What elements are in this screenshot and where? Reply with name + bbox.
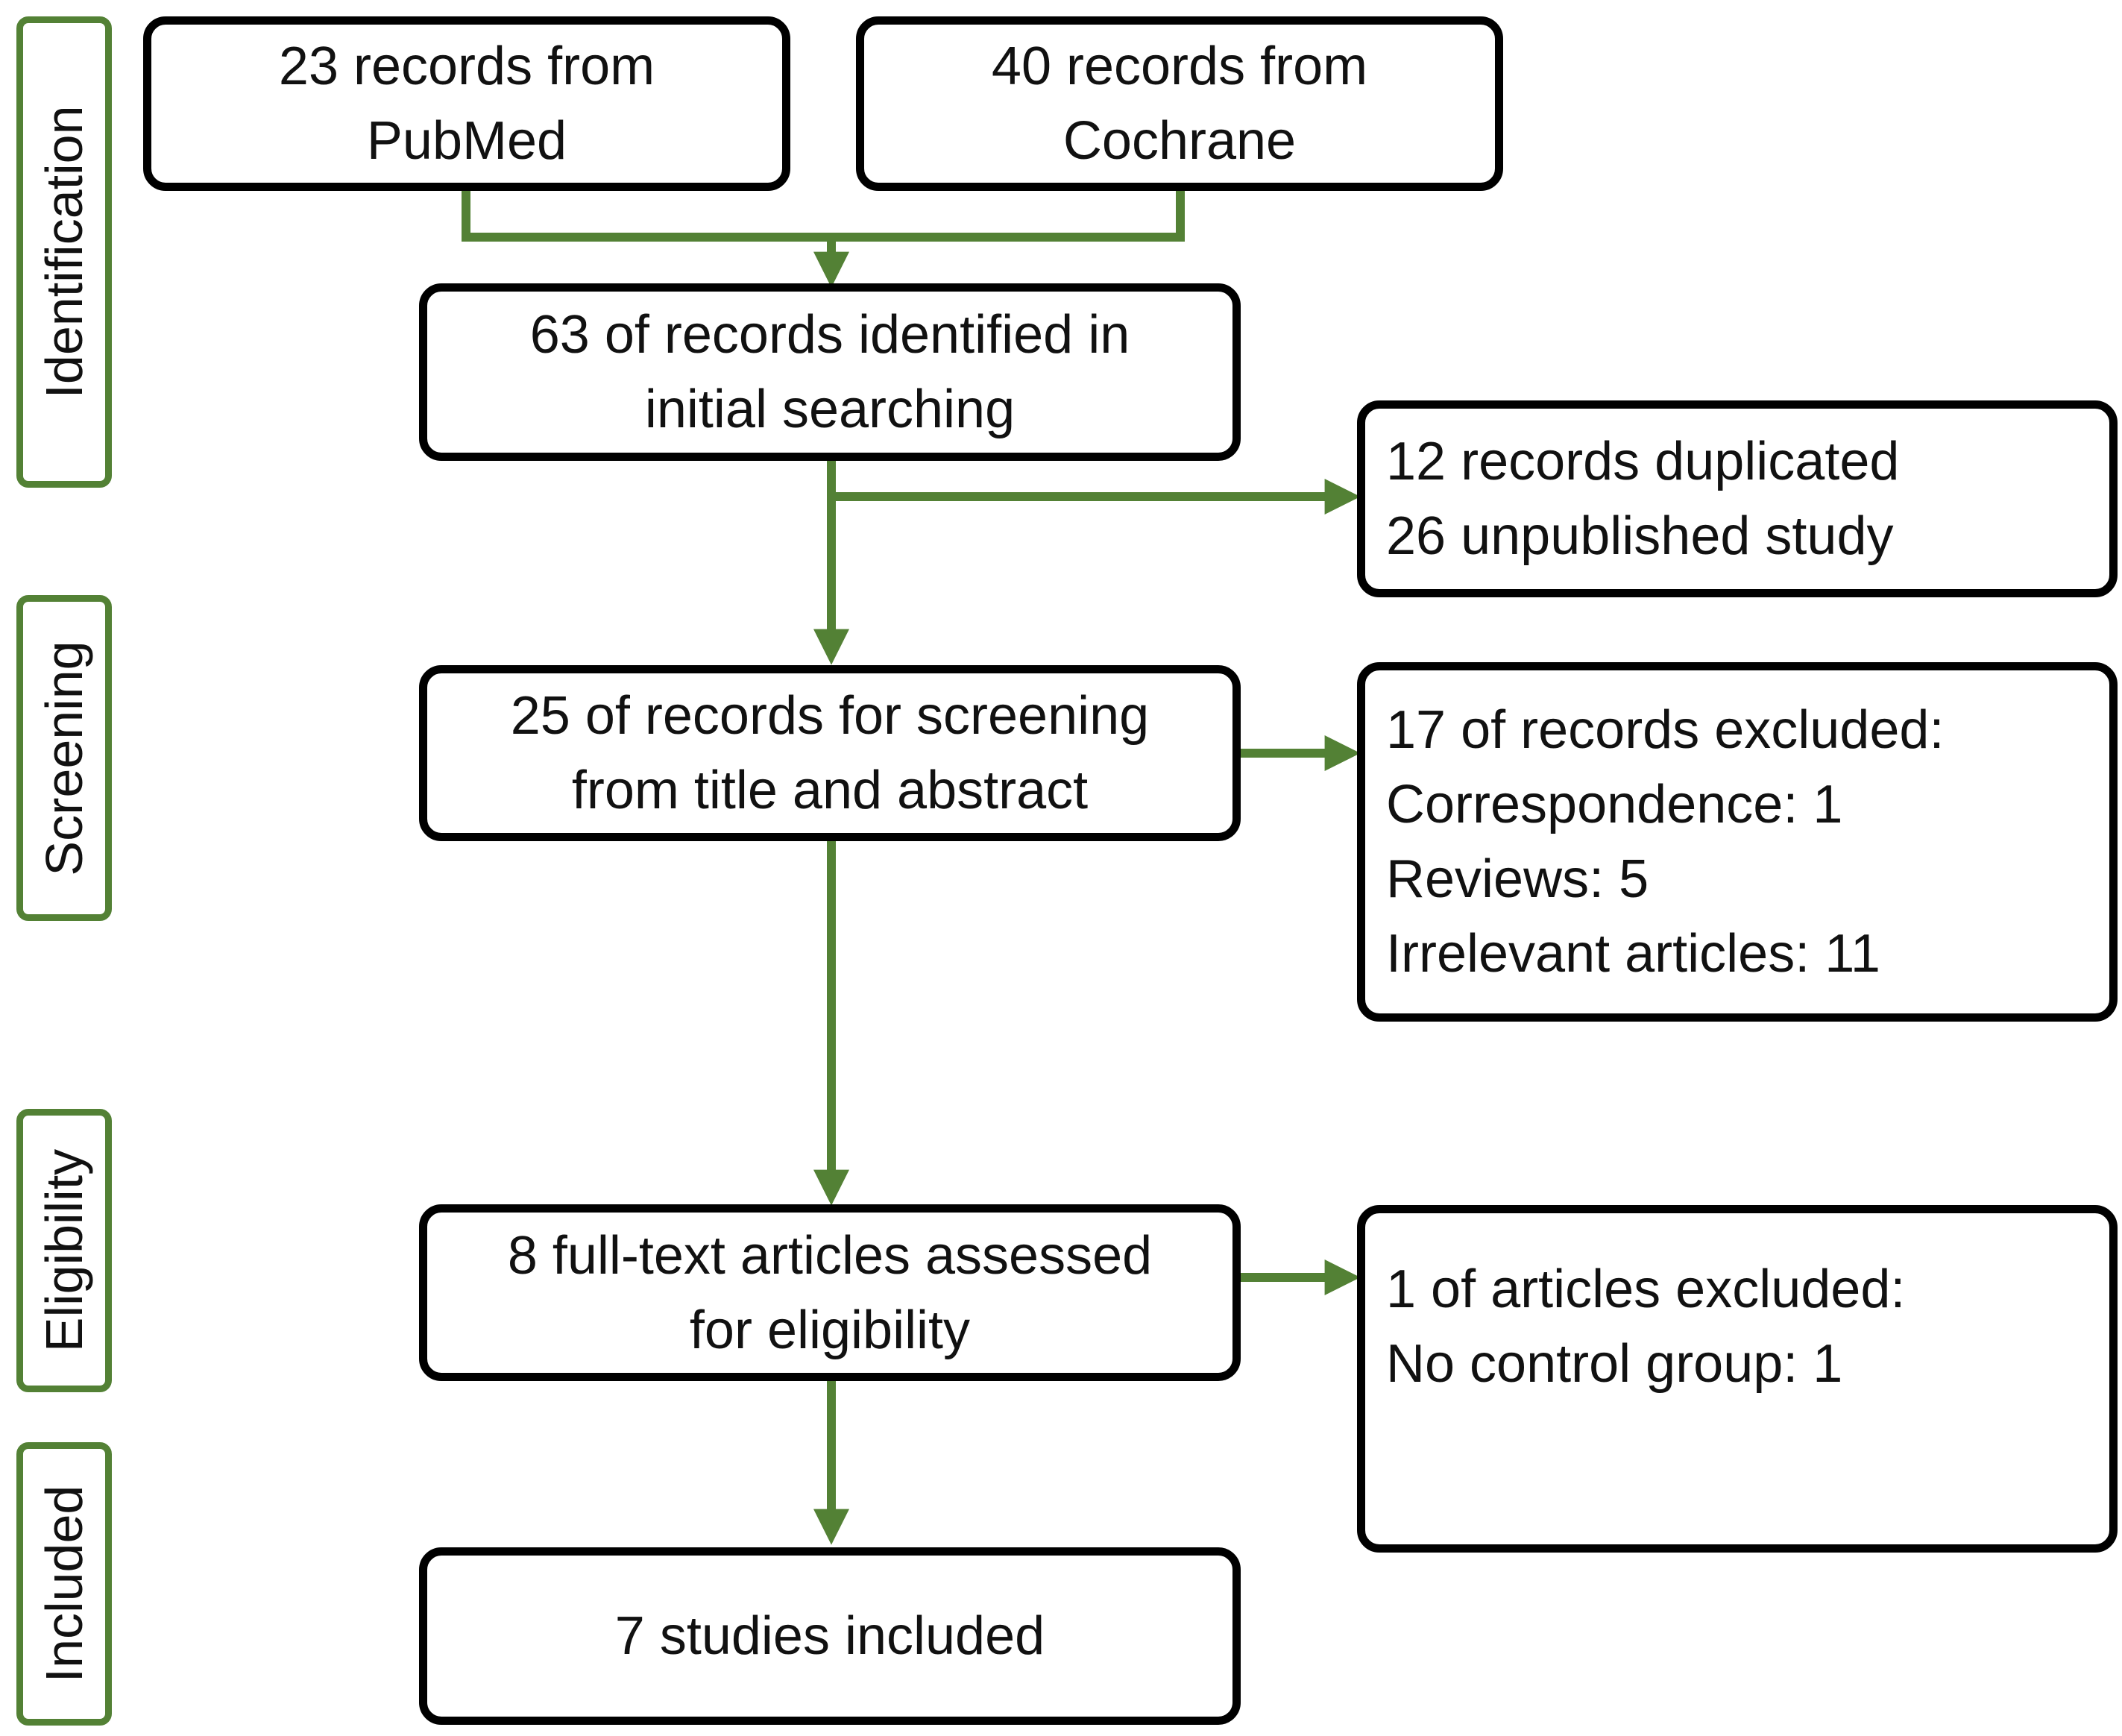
box-line: from title and abstract (571, 761, 1089, 820)
box-included: 7 studies included (419, 1547, 1241, 1725)
stage-screening-label: Screening (35, 640, 93, 876)
stage-included: Included (16, 1442, 112, 1726)
box-line: Correspondence: 1 (1386, 775, 1843, 834)
box-excluded-fulltext: 1 of articles excluded: No control group… (1357, 1205, 2118, 1553)
box-identified: 63 of records identified in initial sear… (419, 283, 1241, 461)
box-line: initial searching (644, 380, 1016, 439)
box-pubmed: 23 records from PubMed (143, 16, 790, 191)
box-line: for eligibility (689, 1300, 971, 1360)
box-line: 23 records from (278, 37, 655, 96)
box-line: Irrelevant articles: 11 (1386, 924, 1880, 984)
box-line: 26 unpublished study (1386, 506, 1894, 566)
box-line: 8 full-text articles assessed (507, 1225, 1153, 1286)
box-line: 17 of records excluded: (1386, 700, 1945, 760)
stage-eligibility-label: Eligibility (35, 1148, 93, 1353)
merge-connector (462, 191, 1185, 242)
stage-eligibility: Eligibility (16, 1109, 112, 1392)
box-line: 12 records duplicated (1386, 432, 1900, 491)
box-line: PubMed (366, 111, 567, 171)
box-line: 63 of records identified in (529, 305, 1130, 365)
box-cochrane: 40 records from Cochrane (856, 16, 1503, 191)
box-line: Cochrane (1062, 111, 1297, 171)
stage-screening: Screening (16, 595, 112, 921)
box-line: No control group: 1 (1386, 1334, 1843, 1394)
stage-identification-label: Identification (35, 105, 93, 399)
box-fulltext: 8 full-text articles assessed for eligib… (419, 1204, 1241, 1381)
box-line: 1 of articles excluded: (1386, 1259, 1906, 1319)
box-screening: 25 of records for screening from title a… (419, 665, 1241, 841)
box-line: 25 of records for screening (510, 686, 1150, 746)
stage-identification: Identification (16, 16, 112, 488)
box-line: Reviews: 5 (1386, 849, 1649, 909)
box-line: 7 studies included (614, 1606, 1045, 1666)
box-line: 40 records from (991, 37, 1368, 96)
stage-included-label: Included (35, 1485, 93, 1683)
box-excluded-screening: 17 of records excluded: Correspondence: … (1357, 662, 2118, 1022)
box-duplicates: 12 records duplicated 26 unpublished stu… (1357, 400, 2118, 597)
